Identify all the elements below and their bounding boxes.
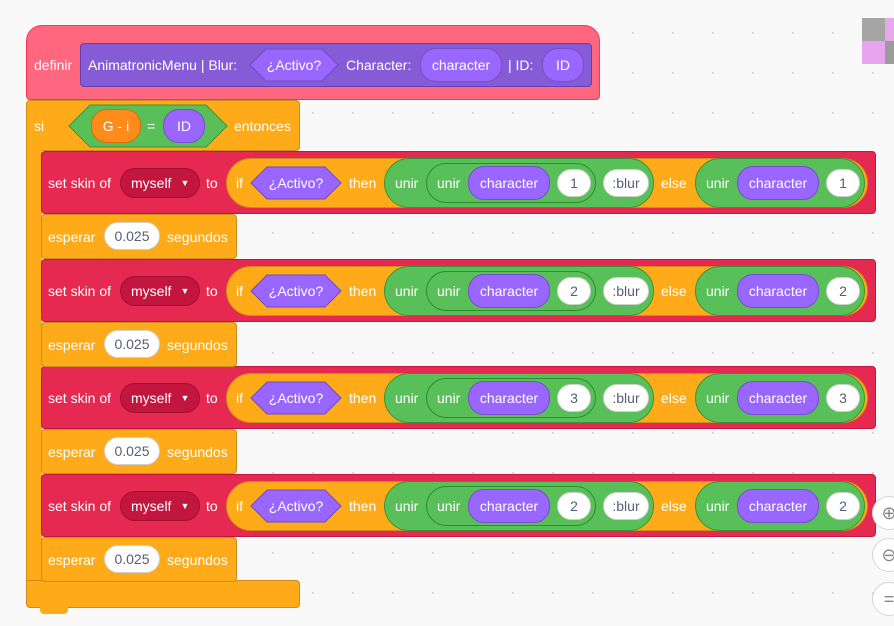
else-label: else	[661, 498, 687, 514]
zoom-out-icon[interactable]: ⊖	[872, 538, 894, 572]
join-inner-label: unir	[437, 175, 461, 191]
seconds-label: segundos	[167, 229, 228, 245]
else-label: else	[661, 283, 687, 299]
skin-target-dropdown[interactable]: myself▼	[120, 383, 200, 413]
activo-condition[interactable]: ¿Activo?	[250, 489, 342, 523]
if-label: if	[236, 175, 243, 191]
wait-label: esperar	[48, 444, 96, 460]
number-input[interactable]: 3	[826, 384, 860, 412]
chevron-down-icon: ▼	[180, 393, 190, 403]
skin-target-dropdown[interactable]: myself▼	[120, 276, 200, 306]
to-label: to	[206, 498, 218, 514]
join-else-label: unir	[706, 283, 730, 299]
then-label: then	[349, 175, 377, 191]
set-skin-label: set skin of	[48, 283, 112, 299]
blur-input[interactable]: :blur	[603, 169, 649, 197]
number-input[interactable]: 3	[557, 384, 591, 412]
set-skin-label: set skin of	[48, 175, 112, 191]
join-inner-label: unir	[437, 283, 461, 299]
number-input[interactable]: 2	[826, 277, 860, 305]
then-keyword: entonces	[234, 118, 291, 134]
number-input[interactable]: 2	[557, 277, 591, 305]
wait-label: esperar	[48, 337, 96, 353]
chevron-down-icon: ▼	[180, 286, 190, 296]
zoom-in-icon[interactable]: ⊕	[872, 496, 894, 530]
seconds-label: segundos	[167, 552, 228, 568]
to-label: to	[206, 175, 218, 191]
chevron-down-icon: ▼	[180, 178, 190, 188]
character-reporter[interactable]: character	[468, 489, 550, 523]
then-label: then	[349, 498, 377, 514]
number-input[interactable]: 2	[557, 492, 591, 520]
join-label: unir	[395, 175, 419, 191]
skin-target-dropdown[interactable]: myself▼	[120, 491, 200, 521]
wait-label: esperar	[48, 552, 96, 568]
define-arg-activo[interactable]: ¿Activo?	[249, 48, 339, 82]
number-input[interactable]: 2	[826, 492, 860, 520]
character-reporter[interactable]: character	[737, 489, 819, 523]
number-input[interactable]: 1	[826, 169, 860, 197]
character-reporter[interactable]: character	[468, 381, 550, 415]
activo-condition[interactable]: ¿Activo?	[250, 381, 342, 415]
character-reporter[interactable]: character	[468, 274, 550, 308]
if-label: if	[236, 390, 243, 406]
to-label: to	[206, 283, 218, 299]
set-skin-label: set skin of	[48, 498, 112, 514]
define-arg-character[interactable]: character	[420, 48, 502, 82]
wait-seconds-input[interactable]: 0.025	[104, 545, 160, 573]
blur-input[interactable]: :blur	[603, 492, 649, 520]
id-reporter[interactable]: ID	[163, 109, 205, 143]
character-reporter[interactable]: character	[737, 381, 819, 415]
join-label: unir	[395, 283, 419, 299]
join-else-label: unir	[706, 390, 730, 406]
minimap	[862, 18, 894, 64]
character-reporter[interactable]: character	[737, 166, 819, 200]
wait-seconds-input[interactable]: 0.025	[104, 222, 160, 250]
number-input[interactable]: 1	[557, 169, 591, 197]
activo-condition[interactable]: ¿Activo?	[250, 166, 342, 200]
wait-seconds-input[interactable]: 0.025	[104, 330, 160, 358]
activo-condition[interactable]: ¿Activo?	[250, 274, 342, 308]
else-label: else	[661, 390, 687, 406]
custom-block-name: AnimatronicMenu | Blur:	[88, 57, 238, 73]
chevron-down-icon: ▼	[180, 501, 190, 511]
reset-zoom-icon[interactable]: =	[872, 582, 894, 616]
wait-label: esperar	[48, 229, 96, 245]
character-reporter[interactable]: character	[468, 166, 550, 200]
if-label: if	[236, 283, 243, 299]
skin-target-dropdown[interactable]: myself▼	[120, 168, 200, 198]
else-label: else	[661, 175, 687, 191]
then-label: then	[349, 283, 377, 299]
join-label: unir	[395, 498, 419, 514]
seconds-label: segundos	[167, 337, 228, 353]
to-label: to	[206, 390, 218, 406]
blur-input[interactable]: :blur	[603, 384, 649, 412]
join-inner-label: unir	[437, 390, 461, 406]
if-label: if	[236, 498, 243, 514]
set-skin-label: set skin of	[48, 390, 112, 406]
wait-seconds-input[interactable]: 0.025	[104, 437, 160, 465]
if-keyword: si	[34, 118, 45, 134]
character-label: Character:	[346, 57, 412, 73]
then-label: then	[349, 390, 377, 406]
join-label: unir	[395, 390, 419, 406]
define-keyword: definir	[34, 57, 73, 73]
join-else-label: unir	[706, 498, 730, 514]
blur-input[interactable]: :blur	[603, 277, 649, 305]
id-label: | ID:	[508, 57, 534, 73]
if-block-arm	[26, 140, 42, 586]
character-reporter[interactable]: character	[737, 274, 819, 308]
g-minus-i-reporter[interactable]: G - i	[91, 109, 141, 143]
equals-sign: =	[147, 118, 156, 134]
seconds-label: segundos	[167, 444, 228, 460]
define-arg-id[interactable]: ID	[542, 48, 584, 82]
join-else-label: unir	[706, 175, 730, 191]
join-inner-label: unir	[437, 498, 461, 514]
